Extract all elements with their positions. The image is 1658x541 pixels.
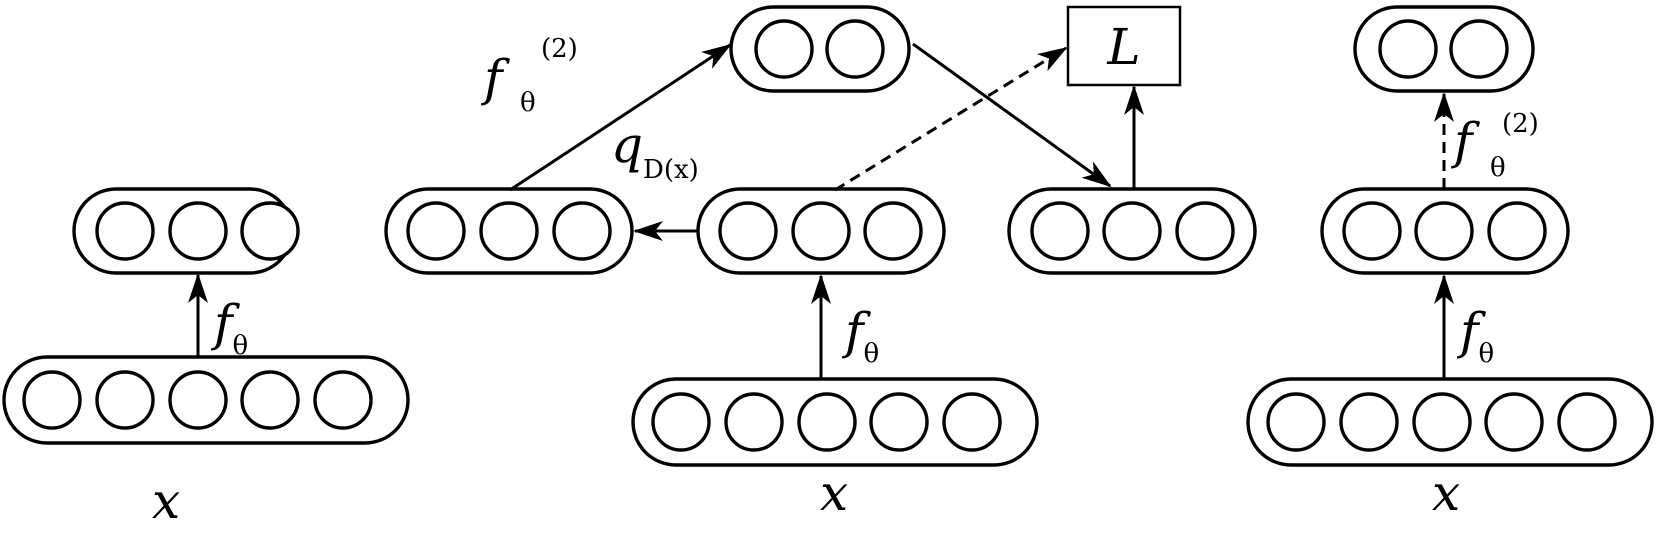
p2-reconstruction-layer [1007, 187, 1257, 275]
p2-top-layer [729, 5, 911, 93]
p2-input-layer [631, 377, 1039, 467]
p2-corruption-label: qD(x) [611, 116, 699, 185]
p3-top-layer [1353, 5, 1535, 93]
p2-hidden-layer [696, 187, 946, 275]
p3-encoder-label: fθ [1456, 302, 1494, 369]
p3-input-label: x [1432, 464, 1460, 522]
p1-hidden-layer [72, 187, 300, 275]
p1-input-label: x [152, 472, 180, 530]
p2-decoder-arrow [912, 42, 1112, 188]
p2-loss-label: L [1106, 18, 1140, 76]
p2-corrupted-layer [384, 187, 634, 275]
p2-target-to-loss-arrow [834, 46, 1068, 192]
p2-loss-box: L [1066, 5, 1182, 87]
p3-input-layer [1246, 377, 1654, 467]
p1-encoder-label: fθ [210, 294, 248, 361]
p2-encoder-label: fθ [841, 302, 879, 369]
panel-1: fθ x [2, 187, 410, 530]
p2-input-label: x [820, 464, 848, 522]
p1-input-layer [2, 355, 410, 445]
p3-hidden-layer [1320, 187, 1570, 275]
p2-second-encoder-arrow [509, 43, 732, 192]
